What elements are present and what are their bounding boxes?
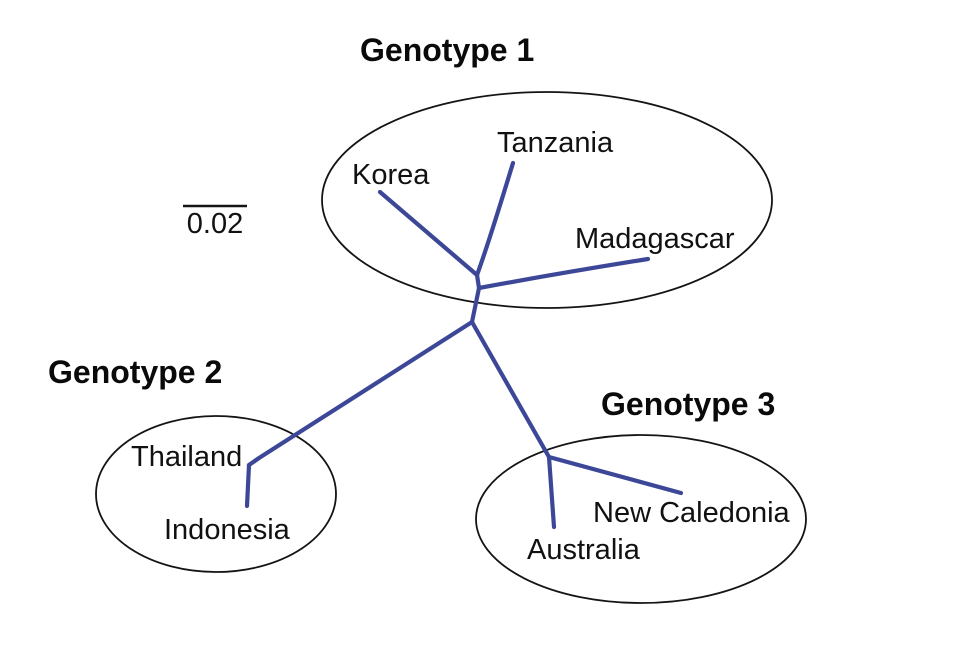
taxon-label-tanzania: Tanzania	[497, 127, 614, 159]
genotype-3-ellipse	[475, 434, 807, 604]
taxon-label-madagascar: Madagascar	[575, 223, 735, 255]
genotype-2-title: Genotype 2	[48, 354, 222, 390]
branch-central-stem	[469, 285, 482, 325]
branch-korea	[377, 189, 480, 278]
scale-bar-value: 0.02	[187, 208, 243, 240]
branch-genotype1-stem	[474, 272, 482, 291]
branch-tanzania	[474, 160, 516, 278]
scale-bar: 0.02	[183, 204, 247, 240]
genotype-2-ellipse	[95, 415, 337, 573]
branch-australia	[546, 454, 557, 530]
genotype-1-title: Genotype 1	[360, 32, 534, 68]
genotype-3-title: Genotype 3	[601, 386, 775, 422]
branch-indonesia	[244, 462, 252, 509]
genotype-1-ellipse	[321, 91, 773, 309]
branch-madagascar	[476, 256, 651, 291]
branch-to-genotype3	[469, 319, 552, 460]
branch-to-genotype2	[246, 319, 475, 468]
taxon-label-indonesia: Indonesia	[164, 514, 291, 546]
tree-branches	[244, 160, 684, 530]
taxon-label-australia: Australia	[527, 534, 641, 566]
branch-new-caledonia	[546, 454, 684, 496]
taxon-label-korea: Korea	[352, 159, 430, 191]
taxon-label-thailand: Thailand	[131, 441, 242, 473]
taxon-label-new-caledonia: New Caledonia	[593, 497, 791, 529]
